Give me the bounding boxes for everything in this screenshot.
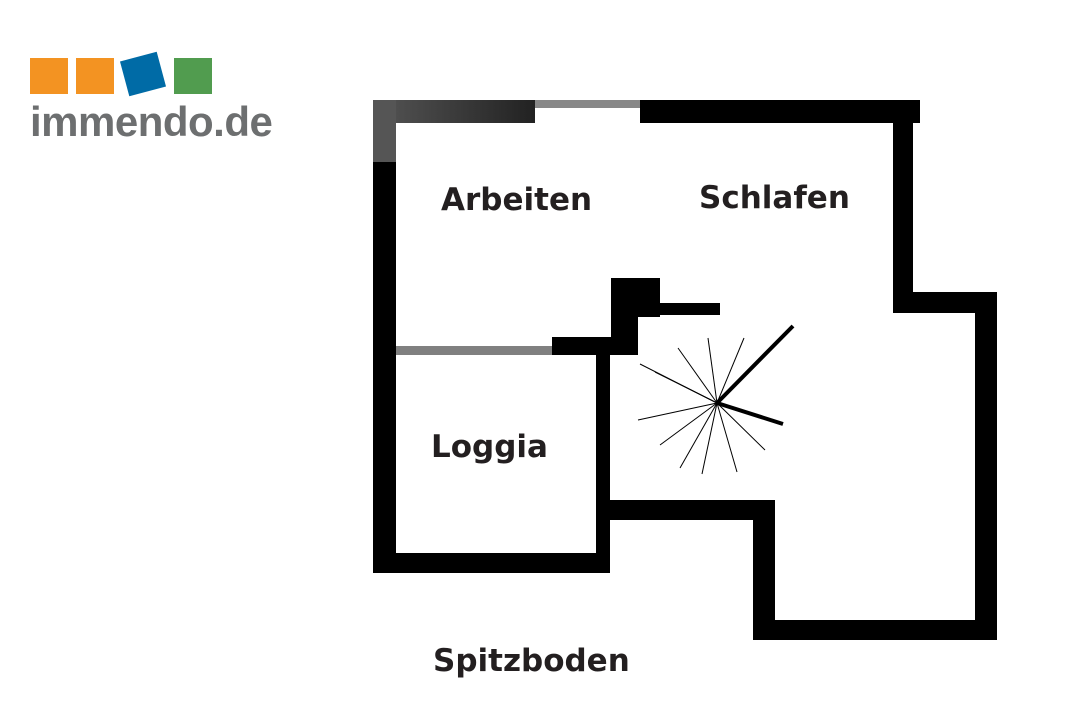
room-label-schlafen: Schlafen [699, 180, 850, 216]
logo-text: immendo.de [30, 98, 273, 145]
room-label-loggia: Loggia [431, 429, 548, 465]
window-top [535, 100, 640, 108]
spiral-stair-icon [637, 324, 795, 475]
room-label-arbeiten: Arbeiten [441, 182, 593, 218]
floor-label: Spitzboden [433, 643, 630, 679]
walls [373, 100, 997, 640]
window-loggia [396, 346, 552, 355]
logo-icon [30, 51, 212, 97]
